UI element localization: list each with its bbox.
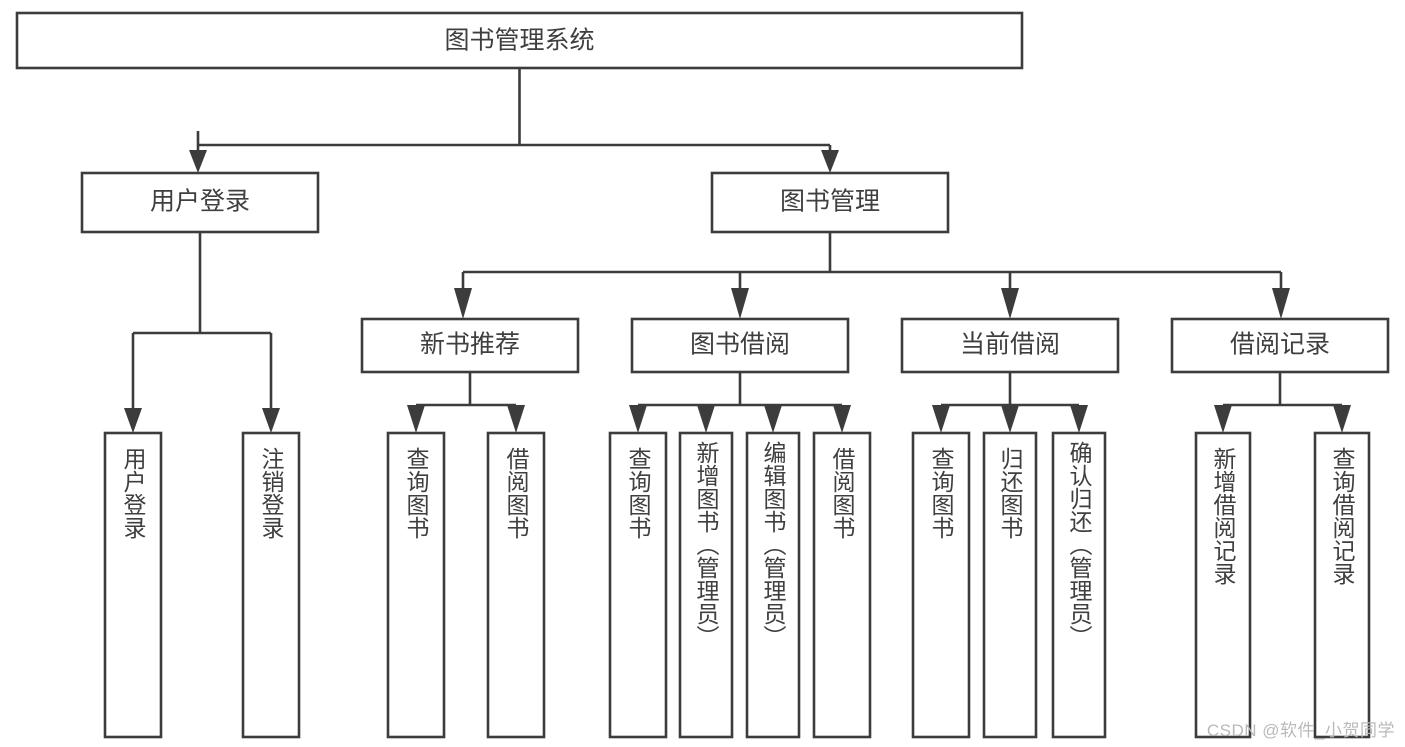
leaf-box-query-book-nbr[interactable] (386, 431, 446, 739)
leaf-label: 查询图书 (403, 447, 430, 539)
leaf-box-borrow-book-bb[interactable] (812, 431, 872, 739)
arrow-bb-leaf-4 (833, 405, 851, 433)
node-user-login[interactable]: 用户登录 (80, 171, 320, 234)
leaf-label: 借阅图书 (503, 447, 530, 539)
node-borrow-record[interactable]: 借阅记录 (1170, 317, 1390, 374)
root-box[interactable] (15, 11, 1024, 70)
leaf-node[interactable]: 借阅图书 (812, 431, 872, 739)
user-login-label: 用户登录 (150, 188, 250, 216)
node-current-borrow[interactable]: 当前借阅 (900, 317, 1120, 374)
connector-user-login-to-leaves (124, 232, 280, 433)
leaf-box-query-borrow-record[interactable] (1313, 431, 1371, 739)
node-root-system[interactable]: 图书管理系统 (15, 11, 1024, 70)
leaf-box-edit-book-admin[interactable] (745, 431, 801, 739)
arrow-to-book-manage (821, 150, 839, 173)
connector-current-borrow-to-leaves (932, 372, 1088, 433)
leaf-box-query-book-cb[interactable] (911, 431, 971, 739)
connector-book-borrow-to-leaves (629, 372, 851, 433)
connector-book-management-to-level2 (454, 232, 1290, 319)
arrow-to-user-login (189, 150, 207, 173)
leaf-node[interactable]: 新增图书（管理员） (678, 431, 734, 739)
arrow-cb-leaf-2 (1001, 405, 1019, 433)
node-book-management[interactable]: 图书管理 (710, 171, 950, 234)
leaf-node[interactable]: 查询图书 (608, 431, 668, 739)
current-borrow-label: 当前借阅 (960, 331, 1060, 359)
new-book-recommend-box[interactable] (360, 317, 580, 374)
leaf-node[interactable]: 编辑图书（管理员） (745, 431, 801, 739)
borrow-record-label: 借阅记录 (1230, 331, 1330, 359)
leaf-label: 新增借阅记录 (1210, 447, 1237, 585)
arrow-to-current-borrow (1001, 288, 1019, 319)
leaf-label: 查询图书 (625, 447, 652, 539)
leaf-box-add-borrow-record[interactable] (1194, 431, 1252, 739)
arrow-to-new-book-recommend (454, 288, 472, 319)
root-label: 图书管理系统 (444, 27, 594, 55)
leaf-node[interactable]: 借阅图书 (486, 431, 546, 739)
arrow-to-book-borrow (731, 288, 749, 319)
arrow-bb-leaf-2 (697, 405, 715, 433)
book-management-label: 图书管理 (780, 188, 880, 216)
leaf-label: 确认归还（管理员） (1066, 441, 1093, 648)
leaf-label: 编辑图书（管理员） (760, 441, 787, 648)
leaf-label: 查询图书 (928, 447, 955, 539)
connector-borrow-record-to-leaves (1214, 372, 1351, 433)
new-book-recommend-label: 新书推荐 (420, 331, 520, 359)
node-book-borrow[interactable]: 图书借阅 (630, 317, 850, 374)
node-new-book-recommend[interactable]: 新书推荐 (360, 317, 580, 374)
leaf-node[interactable]: 确认归还（管理员） (1051, 431, 1107, 739)
leaf-node[interactable]: 新增借阅记录 (1194, 431, 1252, 739)
book-management-box[interactable] (710, 171, 950, 234)
leaf-box-user-login[interactable] (103, 431, 163, 739)
arrow-cb-leaf-3 (1070, 405, 1088, 433)
leaf-label: 用户登录 (120, 447, 147, 539)
connector-new-book-recommend-to-leaves (407, 372, 525, 433)
leaf-box-add-book-admin[interactable] (678, 431, 734, 739)
arrow-to-leaf-logout (262, 408, 280, 433)
leaf-node[interactable]: 注销登录 (241, 431, 301, 739)
leaf-label: 新增图书（管理员） (693, 441, 720, 648)
leaf-box-return-book[interactable] (982, 431, 1038, 739)
leaf-node[interactable]: 查询图书 (911, 431, 971, 739)
leaf-box-confirm-return-admin[interactable] (1051, 431, 1107, 739)
leaf-node[interactable]: 用户登录 (103, 431, 163, 739)
leaf-node[interactable]: 查询图书 (386, 431, 446, 739)
arrow-nbr-leaf-2 (507, 405, 525, 433)
connector-root-to-level1 (189, 68, 839, 173)
leaf-node[interactable]: 查询借阅记录 (1313, 431, 1371, 739)
arrow-br-leaf-2 (1333, 405, 1351, 433)
arrow-nbr-leaf-1 (407, 405, 425, 433)
arrow-to-borrow-record (1272, 288, 1290, 319)
arrow-cb-leaf-1 (932, 405, 950, 433)
leaf-label: 查询借阅记录 (1329, 447, 1356, 585)
leaf-box-logout[interactable] (241, 431, 301, 739)
arrow-bb-leaf-3 (764, 405, 782, 433)
book-borrow-label: 图书借阅 (690, 331, 790, 359)
leaf-label: 归还图书 (997, 447, 1024, 539)
leaf-label: 借阅图书 (829, 447, 856, 539)
leaf-box-borrow-book-nbr[interactable] (486, 431, 546, 739)
arrow-bb-leaf-1 (629, 405, 647, 433)
leaf-box-query-book-bb[interactable] (608, 431, 668, 739)
csdn-watermark: CSDN @软件_小贺同学 (1206, 721, 1395, 740)
leaf-node[interactable]: 归还图书 (982, 431, 1038, 739)
arrow-to-leaf-user-login (124, 408, 142, 433)
arrow-br-leaf-1 (1214, 405, 1232, 433)
leaf-label: 注销登录 (258, 447, 285, 539)
